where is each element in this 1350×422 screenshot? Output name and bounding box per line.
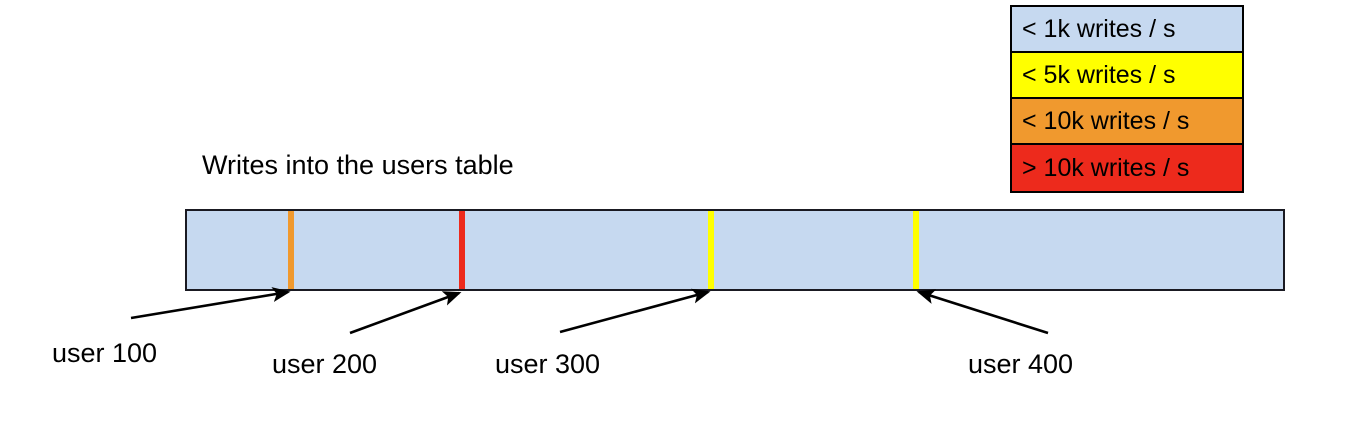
users-table-bar — [185, 209, 1285, 291]
boundary-marker-user-300 — [708, 211, 714, 289]
boundary-marker-user-400 — [913, 211, 919, 289]
page-title: Writes into the users table — [202, 150, 514, 180]
boundary-marker-user-200 — [459, 211, 465, 289]
legend-item-label: < 10k writes / s — [1022, 106, 1190, 135]
callout-label-user-400: user 400 — [968, 349, 1074, 379]
bar-background — [185, 209, 1285, 291]
legend-item-lt-10k: < 10k writes / s — [1012, 99, 1242, 145]
callout-label-user-300: user 300 — [495, 349, 601, 379]
callout-label-user-100: user 100 — [52, 338, 158, 368]
legend-item-label: < 5k writes / s — [1022, 60, 1176, 89]
legend-item-label: > 10k writes / s — [1022, 153, 1190, 182]
legend-item-label: < 1k writes / s — [1022, 14, 1176, 43]
legend-item-gt-10k: > 10k writes / s — [1012, 145, 1242, 191]
boundary-marker-user-100 — [288, 211, 294, 289]
callout-label-user-200: user 200 — [272, 349, 378, 379]
legend: < 1k writes / s < 5k writes / s < 10k wr… — [1010, 5, 1244, 193]
legend-item-lt-1k: < 1k writes / s — [1012, 7, 1242, 53]
legend-item-lt-5k: < 5k writes / s — [1012, 53, 1242, 99]
